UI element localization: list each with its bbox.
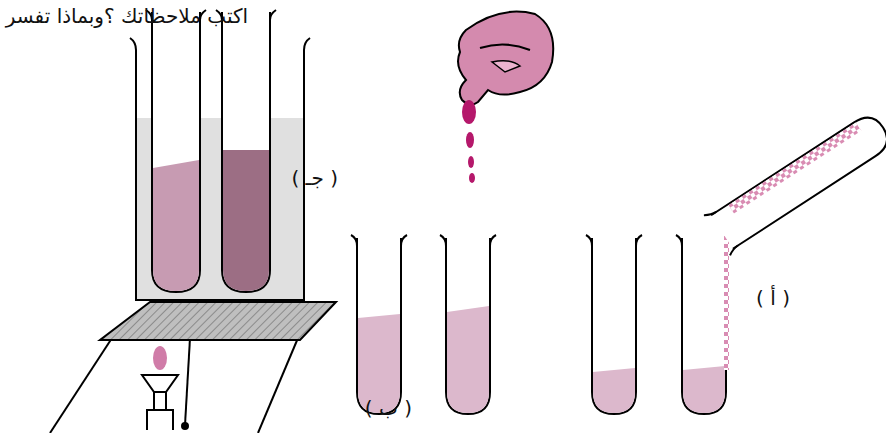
test-tube bbox=[152, 12, 200, 292]
tube-rim bbox=[440, 235, 496, 246]
group-label: ( ب ) bbox=[365, 396, 412, 420]
test-tube bbox=[682, 238, 726, 414]
flame bbox=[153, 346, 167, 370]
tube-liquid bbox=[593, 368, 635, 413]
test-tube bbox=[592, 238, 636, 414]
tube-rim bbox=[586, 235, 642, 246]
drop bbox=[462, 100, 476, 124]
pouring-tube bbox=[704, 107, 886, 255]
tube-liquid bbox=[447, 306, 489, 413]
tube-rim bbox=[351, 235, 407, 246]
tube-rim bbox=[676, 235, 732, 246]
instruction-text: اكتب ملاحظاتك ؟وبماذا تفسر bbox=[6, 4, 248, 28]
tube-liquid bbox=[153, 160, 199, 291]
tube-liquid bbox=[223, 150, 269, 291]
group-label: ( جـ ) bbox=[291, 166, 338, 190]
tripod-leg bbox=[50, 338, 112, 433]
tripod-foot bbox=[182, 423, 188, 429]
tube-liquid bbox=[683, 366, 725, 413]
test-tube bbox=[357, 238, 401, 414]
drop bbox=[469, 173, 475, 183]
finger-line bbox=[480, 44, 530, 50]
tripod-leg bbox=[185, 338, 190, 425]
test-tube bbox=[446, 238, 490, 414]
drop bbox=[468, 156, 474, 168]
pouring-stream bbox=[724, 232, 729, 370]
tripod-leg bbox=[258, 338, 298, 433]
burner-top bbox=[142, 375, 178, 392]
burner-tube bbox=[154, 392, 166, 410]
finger-nail bbox=[492, 61, 520, 72]
wire-gauze bbox=[100, 302, 336, 340]
hand bbox=[458, 12, 553, 105]
group-label: ( أ ) bbox=[756, 286, 790, 310]
test-tube bbox=[222, 12, 270, 292]
burner-base bbox=[147, 410, 173, 430]
drop bbox=[466, 132, 474, 148]
beaker bbox=[130, 38, 310, 300]
